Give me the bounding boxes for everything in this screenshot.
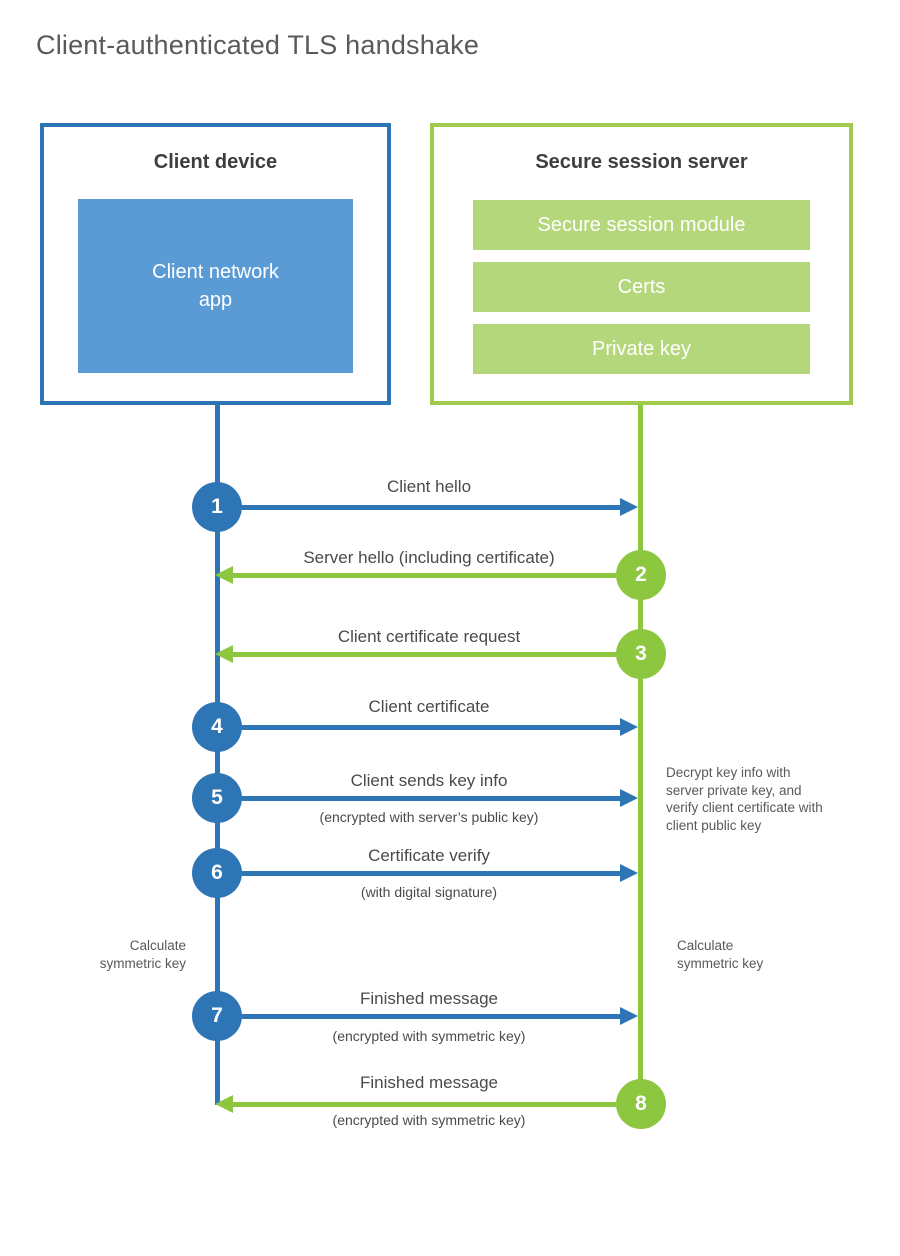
arrow-6-line bbox=[242, 871, 622, 876]
arrow-6-head-right-icon bbox=[620, 864, 638, 882]
calculate-symmetric-key-note-server: Calculate symmetric key bbox=[677, 938, 764, 971]
message-label-2: Server hello (including certificate) bbox=[303, 548, 555, 567]
message-label-6: Certificate verify bbox=[368, 846, 490, 865]
server-modules: Secure session module Certs Private key bbox=[473, 200, 810, 386]
server-title: Secure session server bbox=[535, 151, 748, 173]
step-circle-4: 4 bbox=[192, 702, 242, 752]
arrow-8-head-left-icon bbox=[215, 1095, 233, 1113]
decrypt-note: Decrypt key info with server private key… bbox=[666, 765, 823, 833]
message-label-8: Finished message bbox=[360, 1073, 498, 1092]
server-module-private-key: Private key bbox=[473, 324, 810, 374]
arrow-2-line bbox=[233, 573, 616, 578]
server-module-certs: Certs bbox=[473, 262, 810, 312]
arrow-4-line bbox=[242, 725, 622, 730]
step-circle-8: 8 bbox=[616, 1079, 666, 1129]
client-lifeline bbox=[215, 405, 220, 1105]
arrow-7-line bbox=[242, 1014, 622, 1019]
step-circle-1: 1 bbox=[192, 482, 242, 532]
page-title: Client-authenticated TLS handshake bbox=[36, 30, 480, 60]
message-label-5: Client sends key info bbox=[350, 771, 508, 790]
message-label-3: Client certificate request bbox=[337, 627, 521, 646]
arrow-1-head-right-icon bbox=[620, 498, 638, 516]
arrow-3-head-left-icon bbox=[215, 645, 233, 663]
server-module-secure-session: Secure session module bbox=[473, 200, 810, 250]
arrow-7-head-right-icon bbox=[620, 1007, 638, 1025]
message-sub-7: (encrypted with symmetric key) bbox=[332, 1028, 526, 1044]
arrow-2-head-left-icon bbox=[215, 566, 233, 584]
arrow-5-head-right-icon bbox=[620, 789, 638, 807]
arrow-5-line bbox=[242, 796, 622, 801]
step-circle-6: 6 bbox=[192, 848, 242, 898]
message-label-4: Client certificate bbox=[368, 697, 490, 716]
message-label-1: Client hello bbox=[386, 477, 472, 496]
message-sub-5: (encrypted with server’s public key) bbox=[319, 809, 539, 825]
arrow-3-line bbox=[233, 652, 616, 657]
message-label-7: Finished message bbox=[360, 989, 498, 1008]
client-device-box: Client device Client network app bbox=[40, 123, 391, 405]
message-sub-6: (with digital signature) bbox=[360, 884, 498, 900]
calculate-symmetric-key-note-client: Calculate symmetric key bbox=[99, 938, 186, 971]
step-circle-3: 3 bbox=[616, 629, 666, 679]
message-sub-8: (encrypted with symmetric key) bbox=[332, 1112, 526, 1128]
arrow-1-line bbox=[242, 505, 622, 510]
step-circle-5: 5 bbox=[192, 773, 242, 823]
arrow-4-head-right-icon bbox=[620, 718, 638, 736]
server-box: Secure session server Secure session mod… bbox=[430, 123, 853, 405]
arrow-8-line bbox=[233, 1102, 616, 1107]
client-network-app-box: Client network app bbox=[78, 199, 353, 373]
step-circle-2: 2 bbox=[616, 550, 666, 600]
step-circle-7: 7 bbox=[192, 991, 242, 1041]
client-device-title: Client device bbox=[153, 151, 278, 173]
server-lifeline bbox=[638, 405, 643, 1129]
